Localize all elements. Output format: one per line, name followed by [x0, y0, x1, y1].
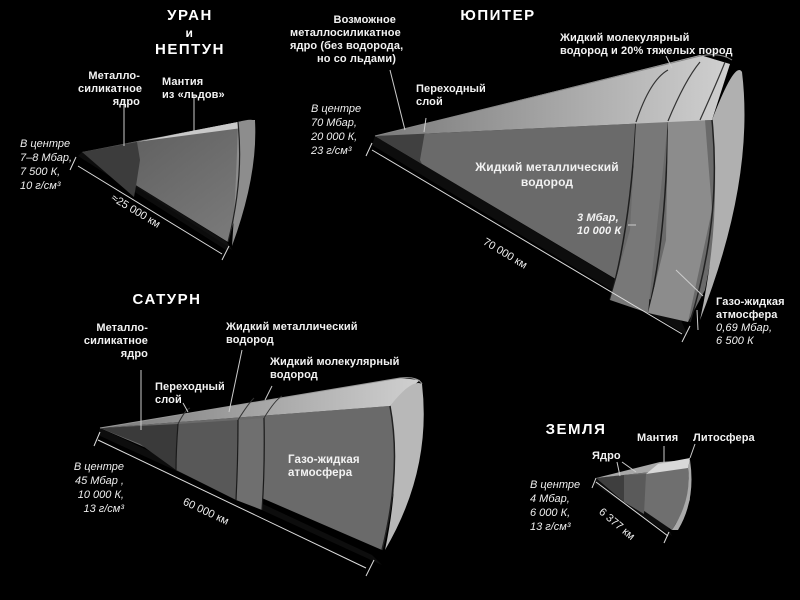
- uranus-title-line1: УРАН: [167, 7, 213, 24]
- jupiter-atmosphere-label: Газо-жидкая атмосфера 0,69 Мбар, 6 500 К: [716, 296, 785, 347]
- jupiter-wedge: [365, 54, 745, 343]
- jupiter-boundary-info: 3 Мбар, 10 000 К: [577, 212, 622, 237]
- uranus-mantle-label: Мантия из «льдов»: [162, 76, 225, 101]
- saturn-center-info: В центре 45 Мбар , 10 000 К, 13 г/см³: [73, 461, 124, 515]
- earth-lithosphere-label: Литосфера: [693, 432, 755, 444]
- saturn-metallic-label: Жидкий металлический водород: [226, 321, 358, 346]
- saturn-wedge: [93, 349, 424, 577]
- saturn-transition-label: Переходный слой: [155, 381, 225, 406]
- earth-mantle-label: Мантия: [637, 432, 679, 444]
- jupiter-transition-label: Переходный слой: [416, 83, 486, 108]
- uranus-title-line2: и: [185, 26, 195, 40]
- jupiter-core-label: Возможное металлосиликатное ядро (без во…: [290, 14, 404, 65]
- jupiter-molecular-label: Жидкий молекулярный водород и 20% тяжелы…: [560, 32, 733, 57]
- saturn-atmosphere-label: Газо-жидкая атмосфера: [288, 454, 360, 479]
- saturn-title: САТУРН: [132, 291, 202, 308]
- saturn-core-label: Металло- силикатное ядро: [83, 322, 148, 360]
- jupiter-center-info: В центре 70 Мбар, 20 000 К, 23 г/см³: [311, 103, 362, 157]
- uranus-neptune-title: УРАН и НЕПТУН: [150, 6, 230, 60]
- saturn-molecular-label: Жидкий молекулярный водород: [270, 356, 400, 381]
- earth-core-label: Ядро: [592, 450, 621, 462]
- earth-center-info: В центре 4 Мбар, 6 000 К, 13 г/см³: [530, 479, 581, 533]
- uranus-neptune-wedge: [69, 95, 256, 261]
- uranus-core-label: Металло- силикатное ядро: [78, 70, 143, 108]
- uranus-title-line3: НЕПТУН: [155, 41, 225, 58]
- uranus-center-info: В центре 7–8 Мбар, 7 500 К, 10 г/см³: [20, 138, 73, 192]
- jupiter-metallic-label: Жидкий металлический водород: [475, 160, 619, 189]
- earth-title: ЗЕМЛЯ: [545, 421, 607, 438]
- jupiter-title: ЮПИТЕР: [460, 7, 536, 24]
- earth-wedge: [591, 443, 696, 544]
